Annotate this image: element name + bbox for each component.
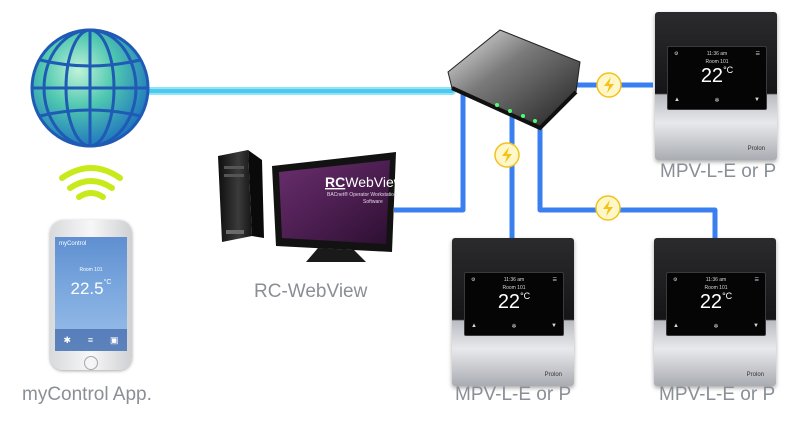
phone-temperature: 22.5°C [70,279,112,298]
power-bolt-icon [596,72,622,98]
power-bolt-icon [494,142,520,168]
pc-tower [218,150,264,242]
label-myControl-app: myControl App. [22,384,152,405]
thermostat-room: Room 101 [704,285,728,291]
thermostat-status-row: ⚙11:36 am☰ [471,277,557,283]
monitor-subtitle-1: BACnet® Operator Workstation [327,191,397,198]
mode-icon: ≡ [87,335,94,345]
monitor [272,152,396,262]
wire-right-thermostat [537,120,718,240]
monitor-subtitle-2: Software [363,199,383,205]
thermostat-room: Room 101 [502,285,526,291]
thermostat-controls-row: ▲❄▼ [471,323,557,330]
thermostat-screen: ⚙11:36 am☰ Room 101 22°C ▲❄▼ [464,272,564,336]
wire-webview [394,92,466,213]
thermostat-status-row: ⚙11:36 am☰ [674,51,760,57]
thermostat-middle: ⚙11:36 am☰ Room 101 22°C ▲❄▼ Prolon [452,238,574,386]
label-thermostat-right: MPV-L-E or P [659,384,776,405]
phone-room: Room 101 [79,267,103,273]
thermostat-temperature: 22°C [700,65,734,87]
thermostat-status-row: ⚙11:36 am☰ [673,277,759,283]
network-switch [447,29,581,131]
phone-screen: myControl Room 101 22.5°C ✱ ≡ ▣ [55,237,127,351]
thermostat-right: ⚙11:36 am☰ Room 101 22°C ▲❄▼ Prolon [654,238,776,386]
thermostat-screen: ⚙11:36 am☰ Room 101 22°C ▲❄▼ [666,272,766,336]
label-rc-webview: RC-WebView [254,281,368,302]
smartphone: myControl Room 101 22.5°C ✱ ≡ ▣ [50,220,132,370]
internet-globe-icon [30,28,150,148]
thermostat-screen: ⚙11:36 am☰ Room 101 22°C ▲❄▼ [667,46,767,110]
phone-app-name: myControl [59,241,87,247]
fan-icon: ✱ [63,334,71,345]
thermostat-temperature: 22°C [497,291,531,313]
thermostat-brand: Prolon [747,146,765,152]
phone-bottom-bar: ✱ ≡ ▣ [55,329,127,351]
thermostat-room: Room 101 [705,59,729,65]
thermostat-controls-row: ▲❄▼ [673,323,759,330]
wifi-icon [59,165,123,200]
thermostat-top: ⚙11:36 am☰ Room 101 22°C ▲❄▼ Prolon [655,12,777,160]
home-button [84,356,98,370]
power-bolt-icon [595,195,621,221]
thermostat-controls-row: ▲❄▼ [674,97,760,104]
label-thermostat-middle: MPV-L-E or P [455,384,572,405]
user-icon: ▣ [110,334,119,345]
monitor-brand: RCWebView [325,174,405,190]
thermostat-brand: Prolon [544,372,562,378]
thermostat-temperature: 22°C [699,291,733,313]
label-thermostat-top: MPV-L-E or P [660,161,777,182]
thermostat-brand: Prolon [746,372,764,378]
